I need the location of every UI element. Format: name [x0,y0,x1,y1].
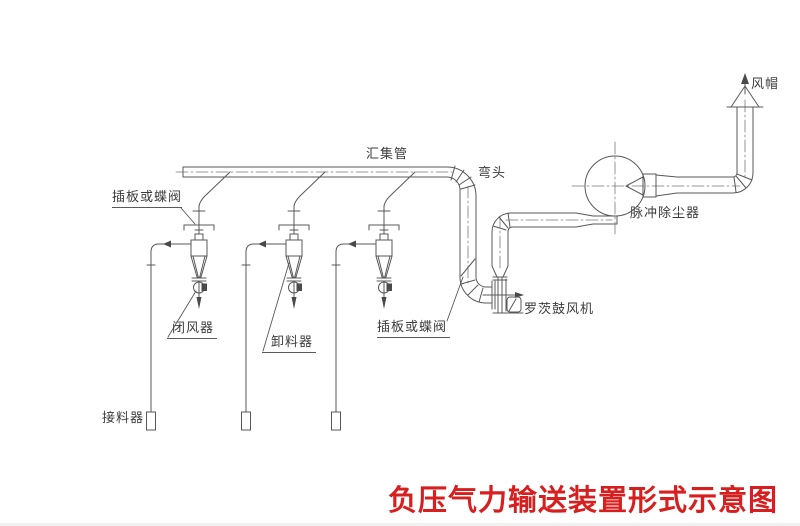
exhaust-stack [676,99,754,194]
collection-pipe [175,166,453,178]
label-discharger: 卸料器 [262,334,317,353]
label-elbow: 弯头 [478,165,507,180]
cyclone-branch-2 [241,171,326,431]
diagram-title: 负压气力输送装置形式示意图 [388,485,779,517]
label-collection-pipe: 汇集管 [366,146,409,161]
pulse-dust-collector [571,141,741,235]
elbow-bottom [459,276,493,304]
label-air-lock: 闭风器 [167,320,218,339]
elbow-top-right [446,165,477,197]
label-material-receiver: 接料器 [102,410,145,425]
bottom-edge-strip [0,523,800,526]
wind-cap [726,73,764,108]
label-wind-cap: 风帽 [751,76,780,91]
cyclone-branches [146,171,416,431]
gate-valve-mark [460,258,476,277]
leader-lines [167,207,464,352]
label-gate-or-butterfly-valve-1: 插板或蝶阀 [112,189,183,208]
cyclone-branch-3 [331,171,416,431]
label-roots-blower: 罗茨鼓风机 [524,301,595,316]
main-down-pipe [459,185,477,284]
blower-to-collector-pipe [491,212,618,271]
label-gate-or-butterfly-valve-2: 插板或蝶阀 [377,319,451,338]
label-pulse-dust-collector: 脉冲除尘器 [630,205,701,220]
cyclone-branch-1 [146,171,231,431]
roots-blower [482,265,524,314]
